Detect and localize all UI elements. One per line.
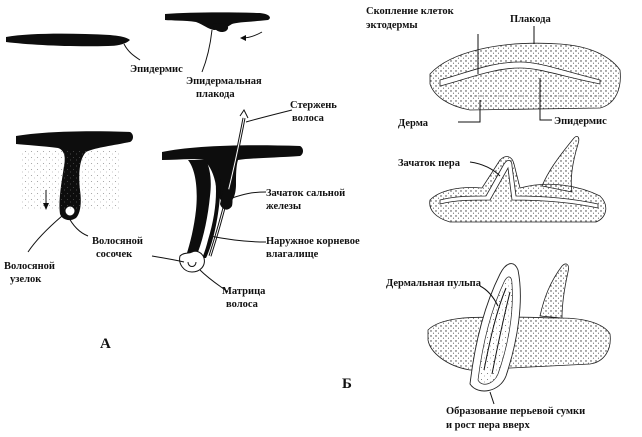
sheath-left-wall [202,168,221,258]
downward-growth-arrow-head [43,203,49,210]
label-node-a-line1: Волосяной [4,261,55,272]
leader-bud-b [469,161,501,177]
outer-root-sheath [186,160,211,257]
leader-follicle-b [489,391,495,405]
label-follicle-b-line1: Образование перьевой сумки [446,406,585,417]
label-gland-a-line2: железы [266,201,301,212]
label-placode-a-line2: плакода [196,89,235,100]
leader-sheath-a [209,235,267,243]
label-epidermis-a: Эпидермис [130,64,183,75]
label-placode-b: Плакода [510,14,551,25]
dermis-stipple-stage3 [20,150,120,210]
label-follicle-b-line2: и рост пера вверх [446,420,530,431]
label-epidermis-b: Эпидермис [554,116,607,127]
label-papilla-a-line2: сосочек [96,249,133,260]
leader-pulp-b [479,285,499,307]
panel-letter-a: А [100,336,111,352]
label-papilla-a-line1: Волосяной [92,236,143,247]
placode-bump-1 [439,61,601,87]
placode-layer-stage2 [165,12,270,30]
placode-arrow-head [240,35,246,41]
hair-matrix-bulb [179,250,205,273]
hair-shaft-tip [239,109,249,119]
label-feather-bud-b: Зачаток пера [398,158,461,169]
hair-shaft-inner [209,117,245,257]
barb-ridge-1 [483,287,507,371]
panel-a: Эпидермис Эпидермальная плакода Стержень… [4,12,360,352]
leader-matrix-a [151,255,185,263]
barb-ridge-2 [491,291,511,375]
label-gland-a-line1: Зачаток сальной [266,188,345,199]
label-node-a-line2: узелок [10,274,42,285]
label-sheath-a-line1: Наружное корневое [266,236,360,247]
leader-papilla-a [67,215,89,237]
leader-epidermis-a [123,43,141,61]
label-pulp-b: Дермальная пульпа [386,278,482,289]
label-matrix-a-line1: Матрица [222,286,266,297]
panel-letter-b: Б [342,376,352,392]
feather-bud-epithelium [439,160,599,209]
leader-shaft-a [245,109,293,123]
label-cluster-b-line1: Скопление клеток [366,6,455,17]
epidermis-layer-stage1 [6,33,130,47]
skin-block-3 [427,316,611,371]
label-shaft-a-line2: волоса [292,113,325,124]
feather-bud-cone [541,136,580,193]
leader-placode-a [201,29,213,73]
label-sheath-a-line2: влагалище [266,249,319,260]
placode-thickening [212,23,229,33]
label-matrix-a-line2: волоса [226,299,259,310]
label-cluster-b-line2: эктодермы [366,20,418,31]
leader-epidermis-b [539,78,552,121]
label-placode-a-line1: Эпидермальная [186,76,262,87]
panel-b: Скопление клеток эктодермы Плакода Дерма… [342,6,621,431]
feather-outgrowth [539,263,569,319]
sebaceous-gland-bud [220,186,233,210]
papilla-inside-bulb [187,261,197,267]
leader-node-a [27,215,63,253]
leader-dermis-b [458,100,481,123]
label-shaft-a-line1: Стержень [290,100,337,111]
label-dermis-b: Дерма [398,118,429,129]
leader-matrix-a2 [199,269,229,293]
leader-gland-a [231,191,267,199]
